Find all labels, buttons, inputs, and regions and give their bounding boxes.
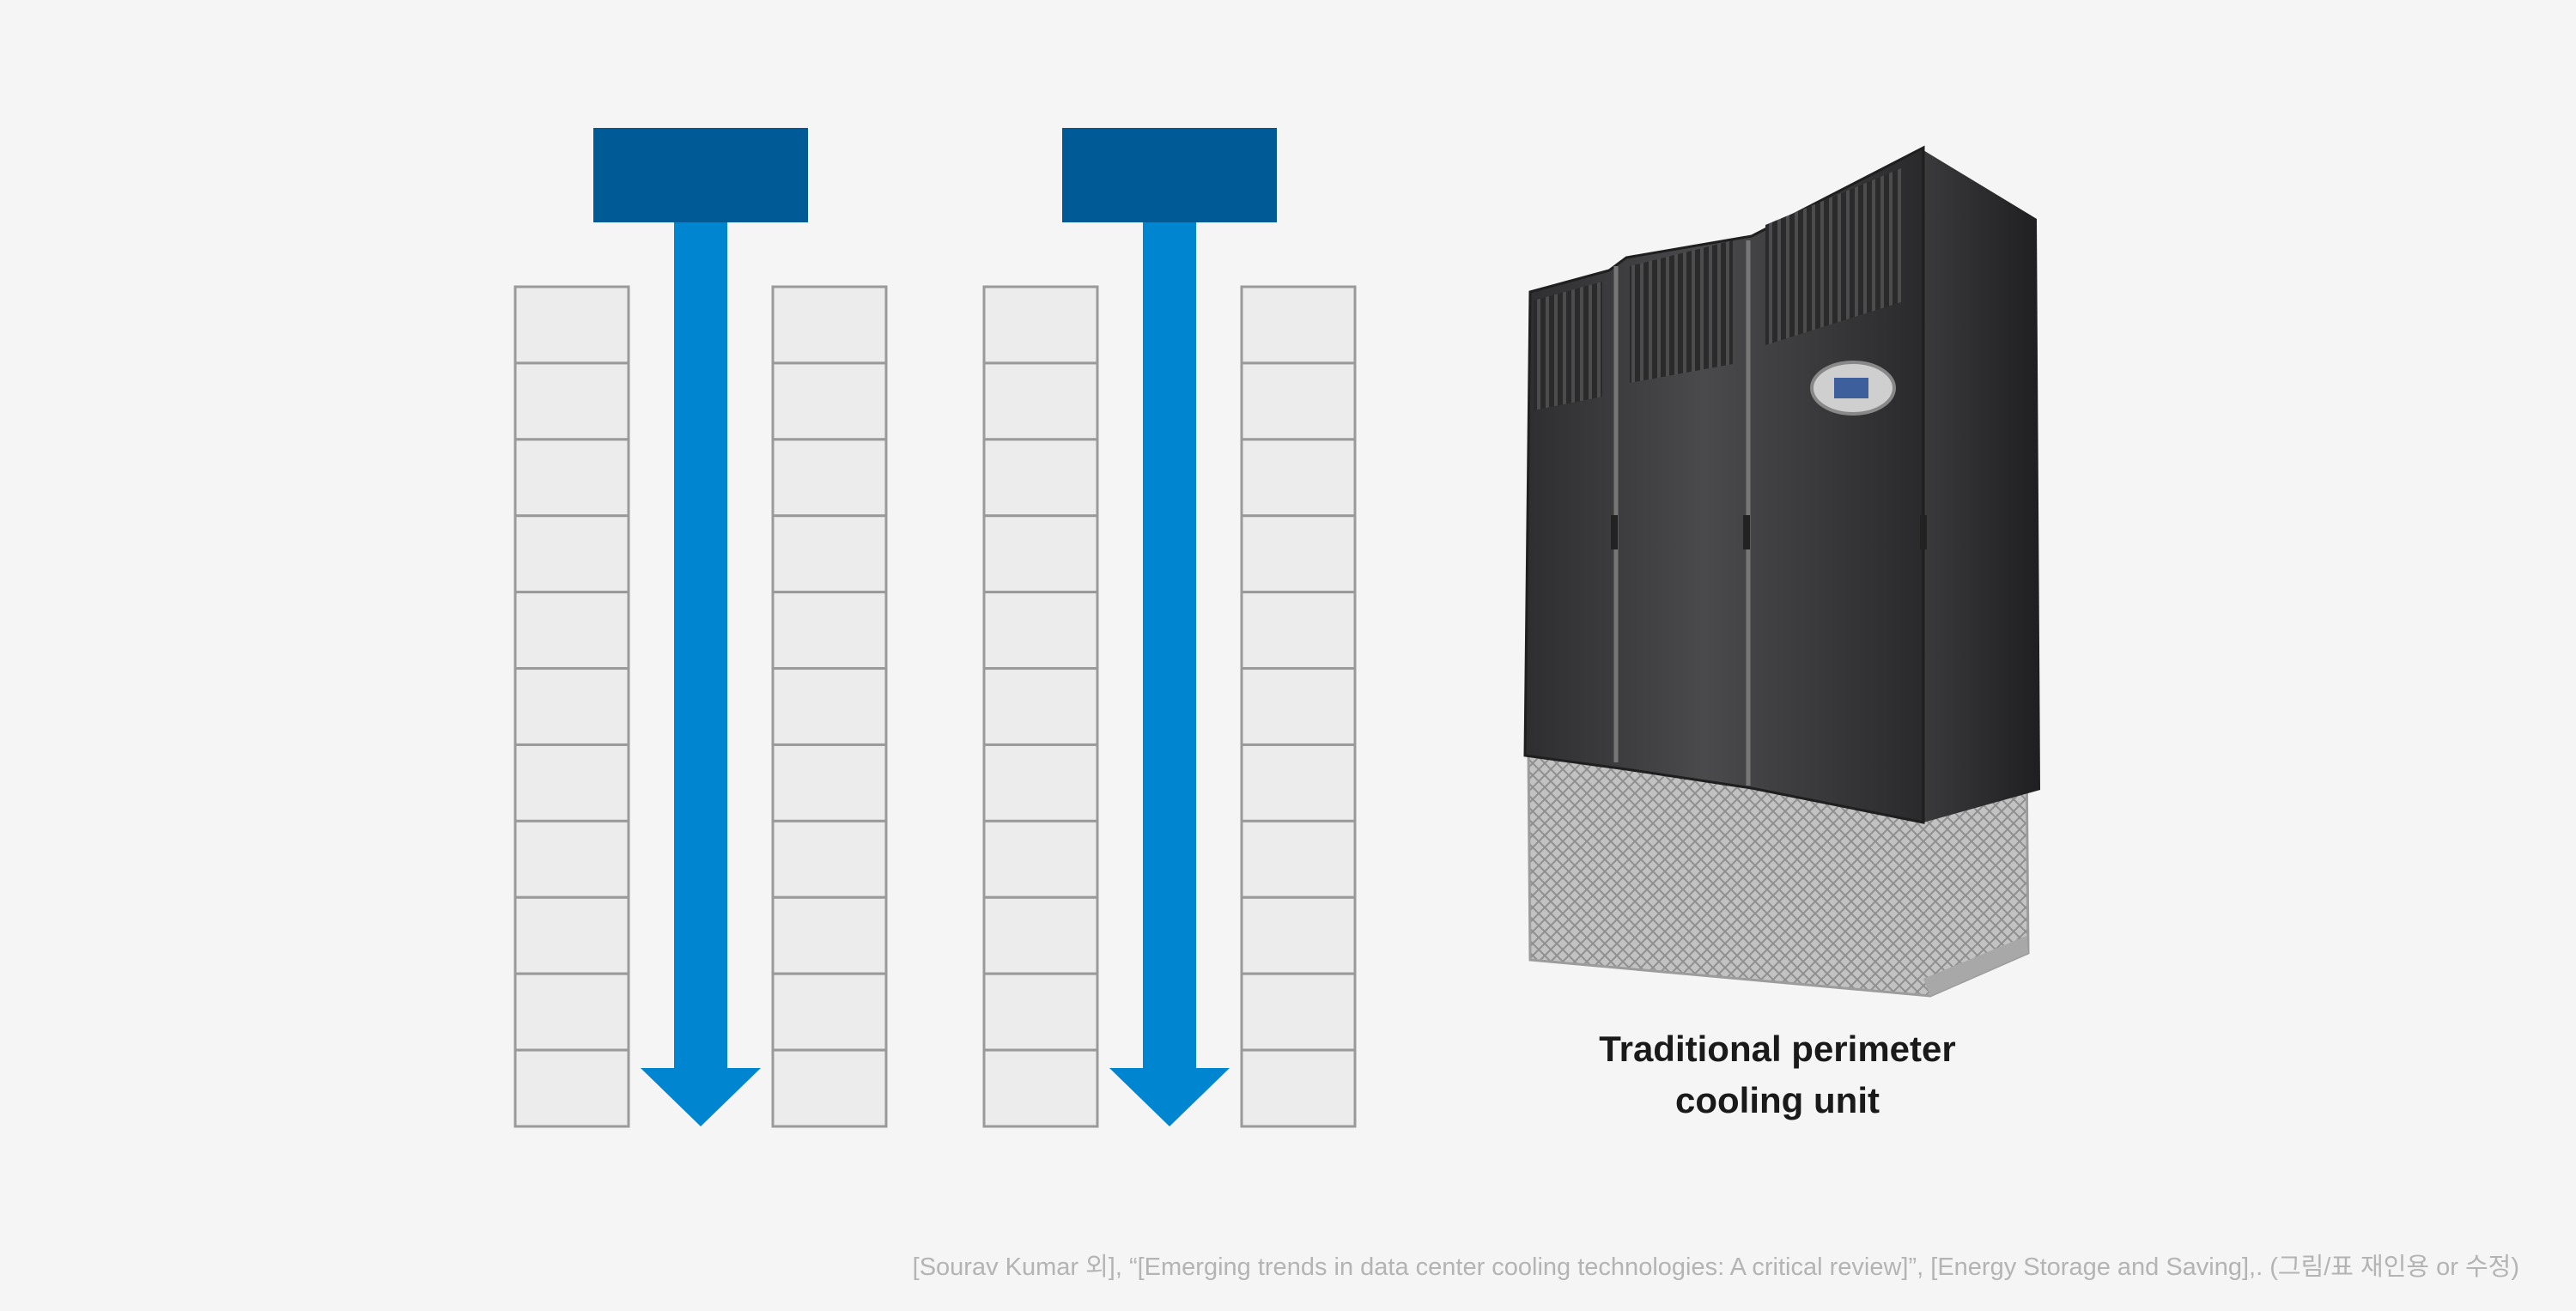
rack-unit <box>771 285 888 365</box>
cabinet-display-screen <box>1834 378 1868 398</box>
rack-unit <box>1240 438 1357 518</box>
rack-unit <box>982 1048 1099 1128</box>
rack-unit <box>1240 743 1357 822</box>
rack-unit <box>513 438 630 518</box>
rack-unit <box>771 895 888 975</box>
rack-unit <box>982 361 1099 441</box>
rack-unit <box>513 591 630 671</box>
rack-unit <box>771 591 888 671</box>
rack-unit <box>1240 514 1357 594</box>
server-rack <box>982 285 1099 1128</box>
rack-unit <box>513 361 630 441</box>
cabinet-top-grille <box>1630 240 1733 383</box>
server-rack <box>771 285 888 1128</box>
rack-unit <box>1240 1048 1357 1128</box>
rack-unit <box>513 667 630 746</box>
server-rack <box>513 285 630 1128</box>
server-rack <box>1240 285 1357 1128</box>
down-arrow-icon <box>641 222 761 1126</box>
cabinet-side-panel <box>1923 150 2040 822</box>
rack-unit <box>1240 361 1357 441</box>
rack-unit <box>771 361 888 441</box>
rack-unit <box>771 514 888 594</box>
rack-unit <box>771 667 888 746</box>
rack-unit <box>1240 285 1357 365</box>
rack-unit <box>771 1048 888 1128</box>
supply-block <box>593 128 808 222</box>
rack-unit <box>513 895 630 975</box>
supply-block <box>1062 128 1277 222</box>
rack-unit <box>513 819 630 899</box>
cabinet-handle <box>1920 515 1927 549</box>
rack-unit <box>1240 972 1357 1052</box>
rack-unit <box>771 743 888 822</box>
rack-unit <box>513 285 630 365</box>
rack-unit <box>513 972 630 1052</box>
cooling-unit-label: Traditional perimeter cooling unit <box>1485 1023 2069 1126</box>
rack-unit <box>982 743 1099 822</box>
server-racks <box>513 285 1357 1128</box>
rack-unit <box>1240 819 1357 899</box>
rack-unit <box>771 438 888 518</box>
airflow-column <box>593 128 808 1126</box>
rack-unit <box>982 895 1099 975</box>
airflow-columns <box>593 128 1277 1126</box>
rack-unit <box>982 819 1099 899</box>
rack-unit <box>513 514 630 594</box>
rack-unit <box>982 438 1099 518</box>
rack-unit <box>1240 895 1357 975</box>
cabinet-handle <box>1743 515 1750 549</box>
cooling-unit-label-line1: Traditional perimeter <box>1599 1029 1956 1069</box>
rack-unit <box>982 591 1099 671</box>
airflow-column <box>1062 128 1277 1126</box>
cabinet-base-frame <box>1923 936 2028 996</box>
cooling-cabinet-icon <box>1523 145 2040 998</box>
rack-unit <box>771 819 888 899</box>
down-arrow-icon <box>1109 222 1230 1126</box>
cabinet-top-grille <box>1534 282 1602 410</box>
cabinet-handle <box>1611 515 1618 549</box>
source-caption: [Sourav Kumar 외], “[Emerging trends in d… <box>912 1253 2519 1281</box>
rack-unit <box>771 972 888 1052</box>
rack-unit <box>1240 667 1357 746</box>
rack-unit <box>982 285 1099 365</box>
rack-unit <box>513 743 630 822</box>
rack-unit <box>982 667 1099 746</box>
rack-unit <box>1240 591 1357 671</box>
rack-unit <box>982 972 1099 1052</box>
cooling-unit-label-line2: cooling unit <box>1675 1080 1880 1120</box>
rack-unit <box>982 514 1099 594</box>
rack-unit <box>513 1048 630 1128</box>
cabinet-top-grille <box>1765 168 1901 345</box>
